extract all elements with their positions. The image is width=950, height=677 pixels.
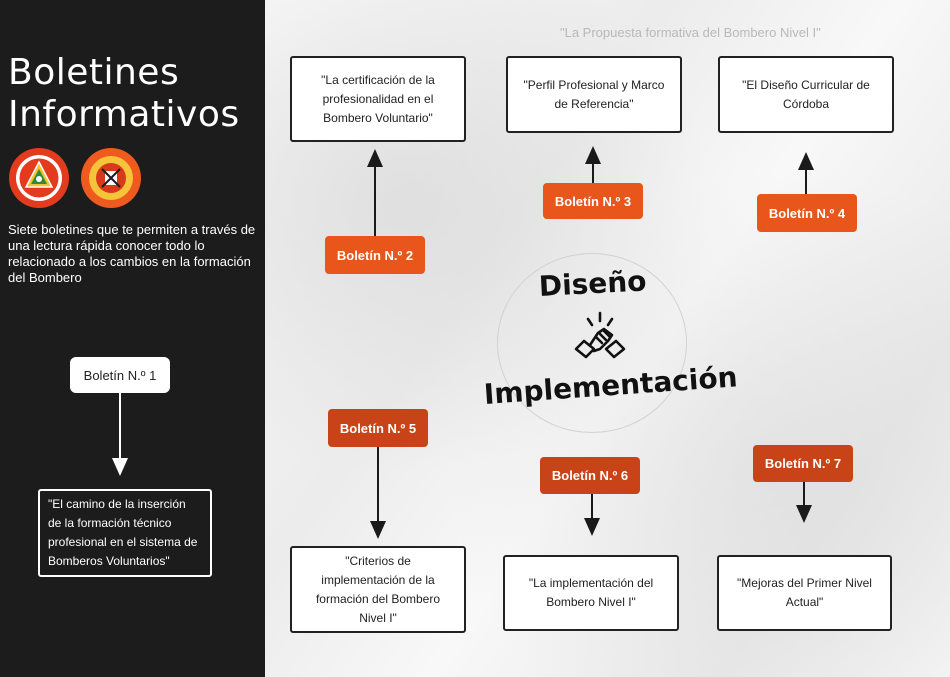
boletin-2-description: "La certificación de la profesionalidad … — [290, 56, 466, 142]
boletin-4-description: "El Diseño Curricular de Córdoba — [718, 56, 894, 133]
page-title-line2: Informativos — [8, 94, 240, 135]
handshake-icon — [574, 311, 626, 359]
sidebar — [0, 0, 265, 677]
firefighter-federation-logo — [9, 148, 69, 208]
boletin-3-button[interactable]: Boletín N.º 3 — [543, 183, 643, 219]
header-quote: "La Propuesta formativa del Bombero Nive… — [560, 25, 821, 40]
boletin-5-button[interactable]: Boletín N.º 5 — [328, 409, 428, 447]
boletin-2-button[interactable]: Boletín N.º 2 — [325, 236, 425, 274]
boletin-3-description: "Perfil Profesional y Marco de Referenci… — [506, 56, 682, 133]
boletin-1-description: "El camino de la inserción de la formaci… — [38, 489, 212, 577]
boletin-1-button[interactable]: Boletín N.º 1 — [70, 357, 170, 393]
page-title-line1: Boletines — [8, 52, 180, 93]
center-circle — [497, 253, 687, 433]
boletin-7-button[interactable]: Boletín N.º 7 — [753, 445, 853, 482]
center-word-diseno: Diseño — [538, 264, 648, 303]
boletin-5-description: "Criterios de implementación de la forma… — [290, 546, 466, 633]
boletin-6-description: "La implementación del Bombero Nivel I" — [503, 555, 679, 631]
boletin-6-button[interactable]: Boletín N.º 6 — [540, 457, 640, 494]
firefighter-academy-logo — [81, 148, 141, 208]
intro-text: Siete boletines que te permiten a través… — [8, 222, 256, 285]
page-title: Boletines Informativos — [8, 52, 240, 136]
boletin-4-button[interactable]: Boletín N.º 4 — [757, 194, 857, 232]
boletin-7-description: "Mejoras del Primer Nivel Actual" — [717, 555, 892, 631]
